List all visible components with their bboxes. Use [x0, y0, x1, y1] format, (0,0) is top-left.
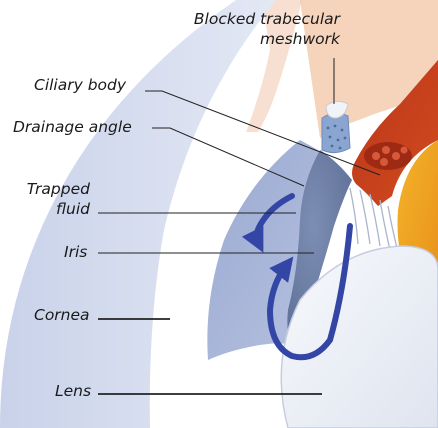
label-cornea: Cornea — [34, 305, 90, 325]
ciliary-processes — [364, 142, 412, 170]
label-iris: Iris — [64, 242, 87, 262]
trabecular-meshwork — [322, 101, 350, 152]
label-lens: Lens — [55, 381, 91, 401]
label-drainage-angle: Drainage angle — [13, 117, 132, 137]
label-blocked-trabecular-meshwork: Blocked trabecular meshwork — [180, 9, 340, 49]
label-blocked-trabecular-meshwork-line1: Blocked trabecular — [180, 9, 340, 29]
label-blocked-trabecular-meshwork-line2: meshwork — [180, 29, 340, 49]
label-ciliary-body: Ciliary body — [34, 75, 126, 95]
label-trapped-fluid-line1: Trapped — [22, 179, 90, 199]
label-trapped-fluid: Trapped fluid — [22, 179, 90, 219]
label-trapped-fluid-line2: fluid — [22, 199, 90, 219]
